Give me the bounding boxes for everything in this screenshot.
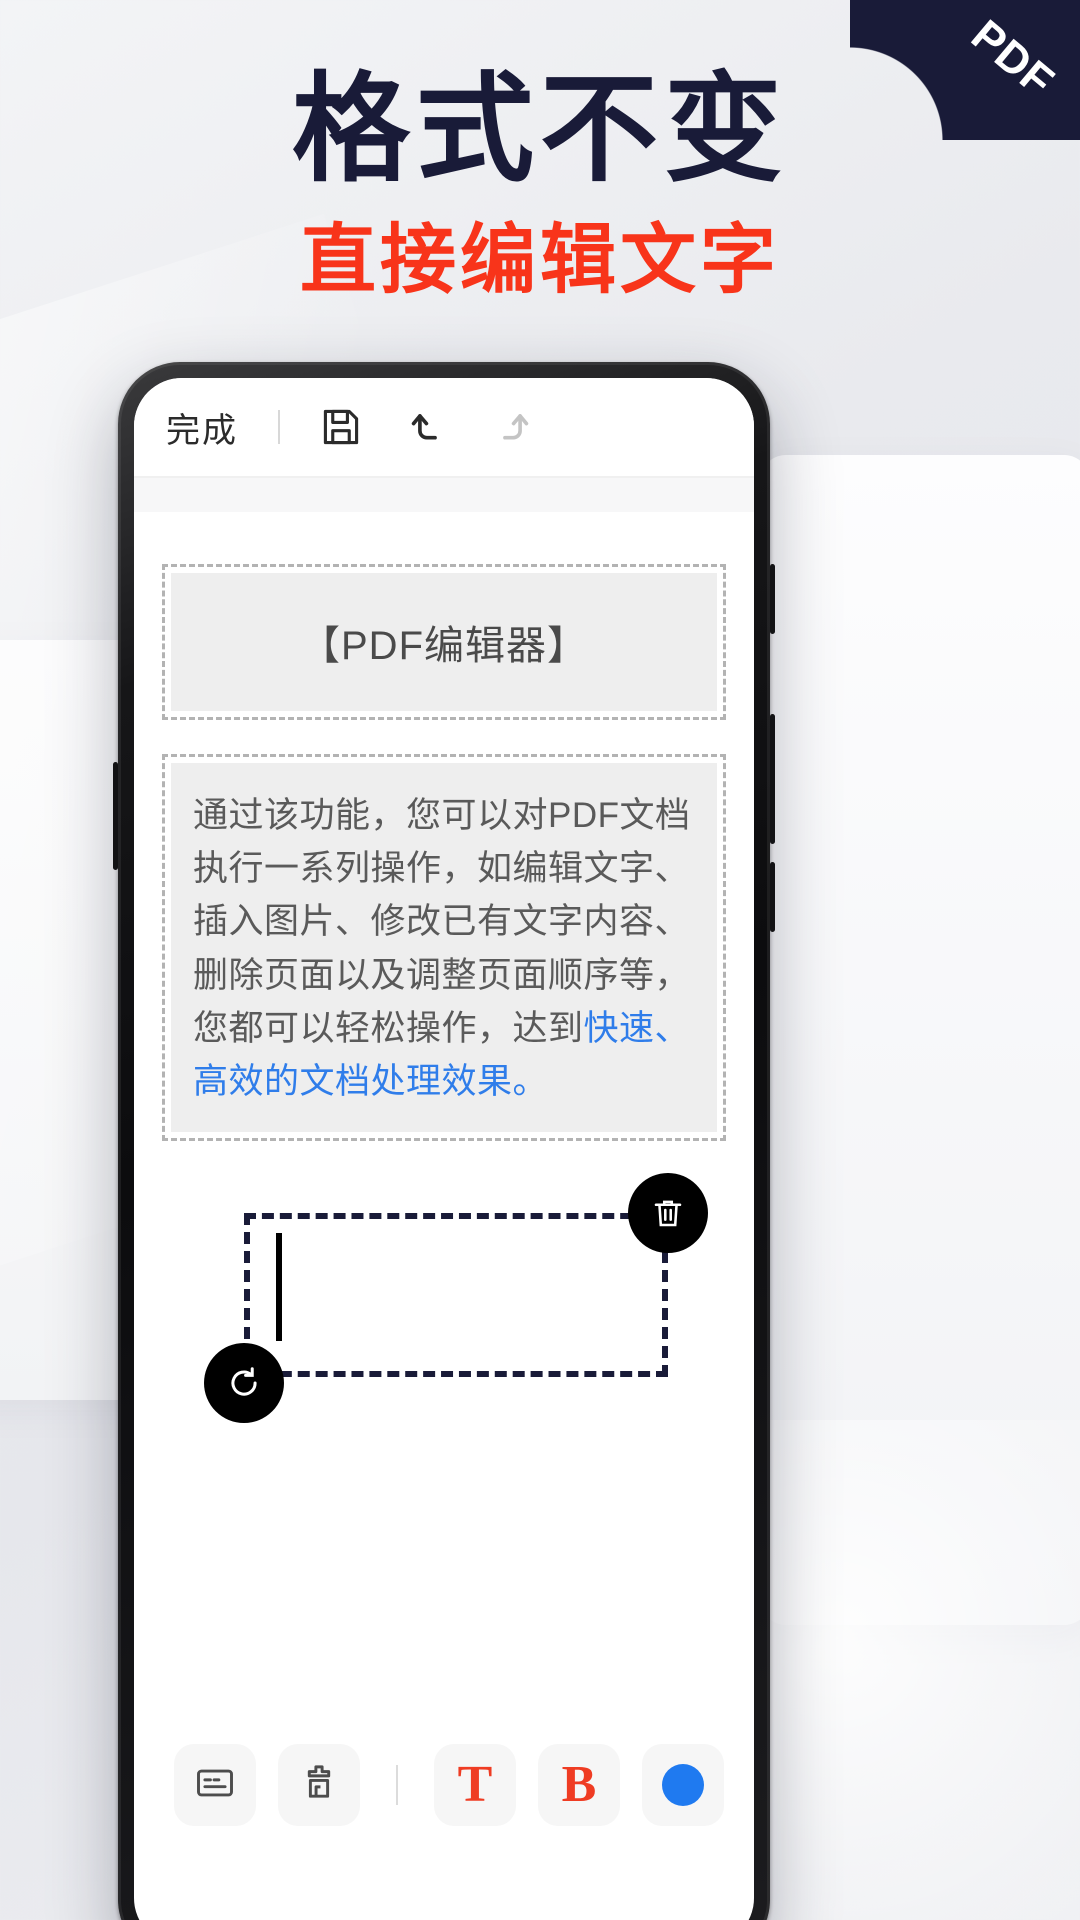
text-caret: [276, 1233, 282, 1342]
color-tool[interactable]: [642, 1744, 724, 1826]
headline-main: 格式不变: [291, 60, 788, 198]
body-field-fill: 通过该功能，您可以对PDF文档执行一系列操作，如编辑文字、插入图片、修改已有文字…: [171, 763, 717, 1133]
title-field-text: 【PDF编辑器】: [300, 624, 588, 668]
title-field-fill: 【PDF编辑器】: [171, 573, 717, 711]
rotate-handle[interactable]: [204, 1343, 284, 1424]
bold-tool-label: B: [561, 1756, 597, 1813]
undo-icon[interactable]: [396, 396, 458, 458]
brush-icon: [297, 1761, 341, 1810]
body-text-field[interactable]: 通过该功能，您可以对PDF文档执行一系列操作，如编辑文字、插入图片、修改已有文字…: [162, 754, 726, 1142]
bold-tool[interactable]: B: [538, 1744, 620, 1826]
save-icon[interactable]: [310, 396, 372, 458]
document-canvas: 【PDF编辑器】 通过该功能，您可以对PDF文档执行一系列操作，如编辑文字、插入…: [134, 512, 754, 1826]
pdf-corner-badge: PDF: [850, 0, 1080, 140]
tool-divider: [396, 1765, 398, 1805]
background-card-right: [760, 455, 1080, 1625]
phone-side-button-3: [770, 862, 775, 932]
phone-mockup: 完成: [113, 362, 775, 1920]
phone-volume-button: [113, 762, 118, 870]
bottom-toolbar: T B: [134, 1744, 754, 1826]
page-top-gap: [134, 478, 754, 512]
body-field-text: 通过该功能，您可以对PDF文档执行一系列操作，如编辑文字、插入图片、修改已有文字…: [193, 789, 695, 1108]
eraser-tool[interactable]: [278, 1744, 360, 1826]
phone-side-button-1: [770, 564, 775, 634]
text-tool[interactable]: T: [434, 1744, 516, 1826]
redo-icon[interactable]: [482, 396, 544, 458]
selected-text-box[interactable]: [244, 1213, 668, 1378]
toolbar-divider: [278, 410, 280, 444]
delete-handle[interactable]: [628, 1173, 708, 1254]
done-button[interactable]: 完成: [166, 411, 238, 450]
selection-region: [204, 1173, 708, 1424]
title-text-field[interactable]: 【PDF编辑器】: [162, 564, 726, 720]
textbox-tool[interactable]: [174, 1744, 256, 1826]
editor-toolbar: 完成: [134, 378, 754, 476]
phone-side-button-2: [770, 714, 775, 844]
text-box-icon: [193, 1761, 237, 1810]
pdf-badge-shape: [850, 0, 1080, 140]
color-swatch-icon: [662, 1764, 704, 1806]
headline-sub: 直接编辑文字: [300, 215, 780, 304]
text-tool-label: T: [457, 1756, 493, 1813]
phone-screen: 完成: [134, 378, 754, 1920]
